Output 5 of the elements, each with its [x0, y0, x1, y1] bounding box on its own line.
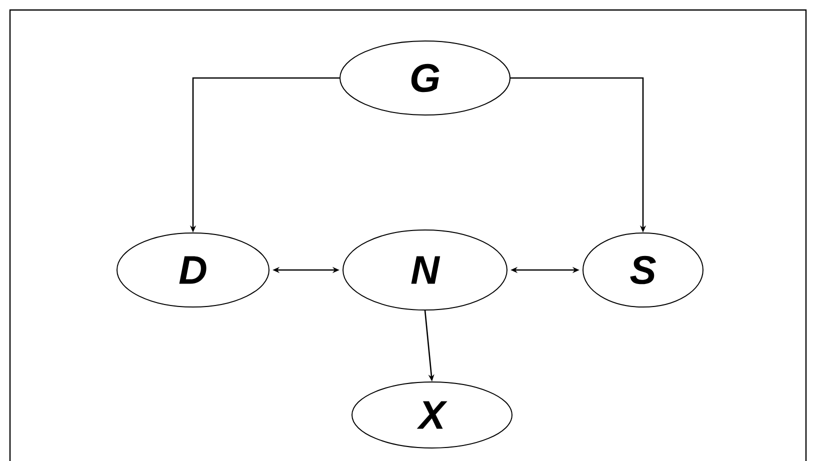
ellipse-node: D [116, 232, 270, 308]
ellipse-node: X [352, 382, 512, 448]
ellipse-node: G [340, 40, 510, 116]
ellipse-node: N [342, 230, 508, 310]
ellipse-node: S [582, 232, 704, 308]
